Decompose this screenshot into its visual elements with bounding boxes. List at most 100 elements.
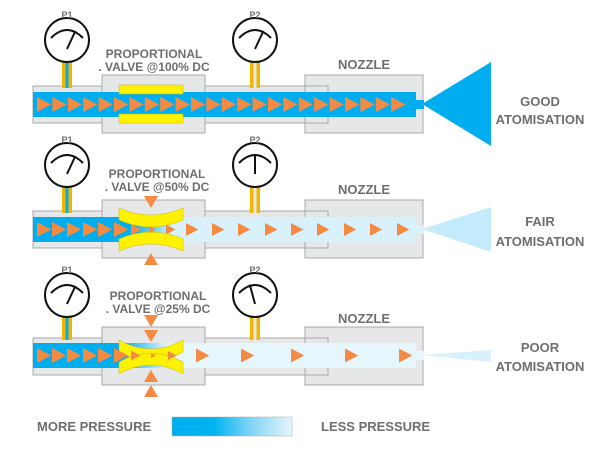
flow-arrow <box>129 97 144 112</box>
gauge-p2 <box>232 142 278 213</box>
flow-arrow <box>345 348 359 363</box>
result-line1: POOR <box>521 340 560 355</box>
nozzle-orifice <box>414 100 424 109</box>
nozzle-label: NOZZLE <box>338 311 390 326</box>
valve-force-arrow-down-2 <box>144 330 158 342</box>
flow-arrow <box>397 223 410 236</box>
flow-arrow <box>314 97 329 112</box>
flow-arrow <box>144 97 160 112</box>
flow-arrow <box>168 351 177 360</box>
gauge-p1-label: P1 <box>61 10 72 20</box>
gauge-stem-core <box>253 317 257 340</box>
valve-force-arrow-up <box>144 253 158 265</box>
valve-force-arrow-down <box>144 196 158 208</box>
flow-arrow <box>37 97 52 112</box>
flow-arrow <box>186 223 199 236</box>
valve-force-arrow-down-1 <box>144 315 158 327</box>
flow-arrow <box>241 348 255 363</box>
valve-force-arrow-up-2 <box>144 385 158 397</box>
gauge-p2-label: P2 <box>249 265 260 275</box>
gauge-p2-label: P2 <box>249 135 260 145</box>
gauge-needle <box>254 30 265 50</box>
gauge-dial-icon <box>44 17 90 63</box>
gauge-p1 <box>44 272 90 340</box>
gauge-p2-label: P2 <box>249 10 260 20</box>
gauge-dial-icon <box>232 17 278 63</box>
flow-arrows <box>37 222 410 237</box>
valve-label-line1: PROPORTIONAL <box>110 289 207 303</box>
gauge-stem-core <box>253 187 257 213</box>
gauge-dial-icon <box>232 272 278 318</box>
flow-arrow <box>83 348 98 363</box>
flow-arrow <box>149 226 156 233</box>
gauge-scale-arc <box>50 29 84 39</box>
valve-top <box>118 207 184 228</box>
flow-arrows <box>37 97 406 112</box>
flow-arrows <box>37 348 413 363</box>
labels: P1 P2 PROPORTIONAL . VALVE @100% DC NOZZ… <box>37 10 585 437</box>
gauge-scale-arc <box>50 284 84 294</box>
legend-less-pressure: LESS PRESSURE <box>321 419 430 434</box>
gauge-stem-core <box>65 187 69 213</box>
flow-arrow <box>114 222 129 237</box>
gauge-needle <box>248 284 256 305</box>
valve-label-line2: . VALVE @100% DC <box>98 60 210 74</box>
result-line2: ATOMISATION <box>496 112 585 127</box>
flow-arrow <box>206 97 221 112</box>
flow-arrow <box>360 97 375 112</box>
flow-arrow <box>131 350 141 361</box>
gauge-p2 <box>232 272 278 340</box>
result-line2: ATOMISATION <box>496 234 585 249</box>
flow-arrow <box>166 224 176 235</box>
flow-arrow <box>98 97 113 112</box>
valve-bottom <box>118 231 184 252</box>
row-25-percent <box>32 315 491 397</box>
flow-arrow <box>370 223 383 236</box>
flow-arrow <box>237 97 252 112</box>
flow-arrow <box>399 348 413 363</box>
flow-arrow <box>98 348 113 363</box>
nozzle-orifice <box>414 351 424 360</box>
flow-arrow <box>317 223 330 236</box>
gauge-p2 <box>232 17 278 88</box>
flow-arrow <box>67 97 83 112</box>
valve-force-arrow-up-1 <box>144 370 158 382</box>
gauge-stem-core <box>65 62 69 88</box>
valve-label-line1: PROPORTIONAL <box>109 167 206 181</box>
gauge-p1 <box>44 17 90 88</box>
flow-arrow <box>83 222 98 237</box>
row-50-percent <box>32 196 491 265</box>
flow-arrow <box>98 222 113 237</box>
flow-arrow <box>175 97 190 112</box>
flow-arrow <box>191 97 206 112</box>
gauge-p1 <box>44 142 90 213</box>
gauge-needle <box>66 155 77 175</box>
flow-arrow <box>114 348 129 363</box>
flow-arrow <box>151 353 156 358</box>
flow-arrow <box>196 348 210 363</box>
flow-arrow <box>83 97 98 112</box>
flow-arrow <box>291 223 304 236</box>
nozzle-label: NOZZLE <box>338 57 390 72</box>
gauge-dial-icon <box>44 272 90 318</box>
flow-arrow <box>67 222 82 237</box>
flow-arrow <box>298 97 314 112</box>
flow-arrow <box>391 97 406 112</box>
result-line1: GOOD <box>520 94 560 109</box>
gauge-scale-arc <box>238 284 272 294</box>
flow-arrow <box>52 97 67 112</box>
nozzle-orifice <box>414 225 424 234</box>
flow-arrow <box>37 222 52 237</box>
spray-cone-good <box>422 62 491 146</box>
valve-label-line2: . VALVE @50% DC <box>105 180 210 194</box>
gauge-p1-label: P1 <box>61 135 72 145</box>
row-100-percent <box>32 62 491 146</box>
flow-arrow <box>345 97 360 112</box>
flow-arrow <box>114 97 129 112</box>
gauge-p1-label: P1 <box>61 265 72 275</box>
flow-arrow <box>268 97 283 112</box>
flow-arrow <box>67 348 82 363</box>
flow-arrow <box>252 97 267 112</box>
gauge-dial-icon <box>44 142 90 188</box>
flow-arrow <box>212 223 225 236</box>
